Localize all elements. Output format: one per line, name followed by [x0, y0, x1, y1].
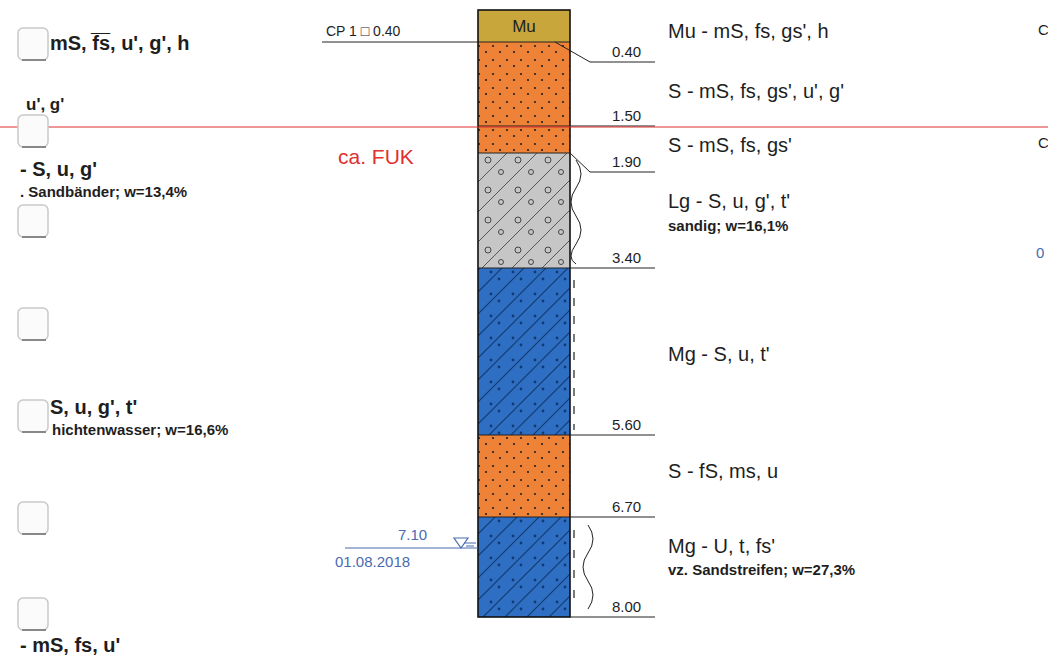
- layer-description: Mg - U, t, fs': [668, 535, 775, 557]
- layer-description: Lg - S, u, g', t': [668, 190, 790, 212]
- depth-label: 3.40: [612, 250, 641, 267]
- depth-label: 8.00: [612, 599, 641, 616]
- groundwater-depth: 7.10: [398, 527, 427, 544]
- layer-description: Mg - S, u, t': [668, 343, 770, 365]
- layer-note: sandig; w=16,1%: [668, 218, 788, 235]
- cut-label: 0: [1036, 245, 1044, 262]
- sample-point-label: CP 1 □ 0.40: [326, 24, 400, 39]
- sample-description: S, u, g', t': [50, 396, 137, 418]
- depth-label: 6.70: [612, 499, 641, 516]
- layer-description: S - fS, ms, u: [668, 460, 778, 482]
- water-table-label: ca. FUK: [338, 145, 414, 168]
- depth-label: 5.60: [612, 417, 641, 434]
- soil-layer-band: Mu: [478, 10, 570, 42]
- depth-label: 1.90: [612, 154, 641, 171]
- layer-code: Mu: [512, 18, 536, 35]
- sample-description: u', g': [26, 96, 64, 115]
- layer-description: S - mS, fs, gs', u', g': [668, 80, 844, 102]
- groundwater-date: 01.08.2018: [335, 554, 410, 571]
- cut-label: C: [1038, 22, 1048, 39]
- sample-note: hichtenwasser; w=16,6%: [52, 422, 228, 439]
- layer-note: vz. Sandstreifen; w=27,3%: [668, 562, 855, 579]
- sample-description: - mS, fs, u': [20, 634, 120, 656]
- sample-description: mS, f̅s̅, u', g', h: [50, 32, 190, 54]
- depth-label: 0.40: [612, 44, 641, 61]
- sample-description: - S, u, g': [20, 158, 97, 180]
- layer-description: S - mS, fs, gs': [668, 134, 792, 156]
- cut-label: C: [1038, 135, 1048, 152]
- layer-description: Mu - mS, fs, gs', h: [668, 20, 829, 42]
- depth-label: 1.50: [612, 108, 641, 125]
- sample-note: . Sandbänder; w=13,4%: [20, 184, 187, 201]
